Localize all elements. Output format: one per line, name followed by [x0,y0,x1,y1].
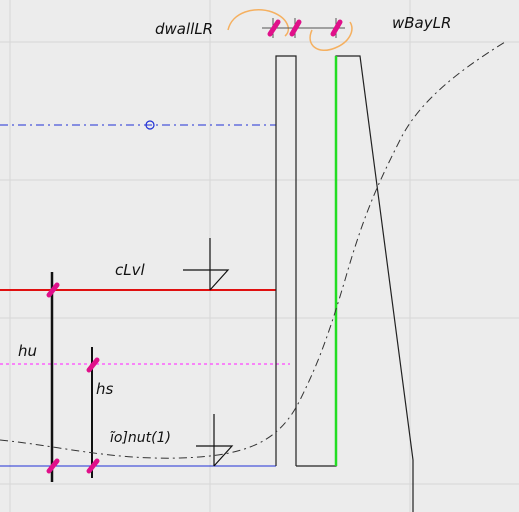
hs-handle-top[interactable] [86,357,100,373]
blue-axis-node[interactable] [145,120,155,130]
wall-outline[interactable] [275,55,297,466]
hs-handle-bottom[interactable] [86,458,100,474]
dwall-handle-left[interactable] [267,19,281,37]
bay-outline[interactable] [296,55,414,512]
clvl-label: cLvl [115,261,145,279]
hu-label: hu [18,342,37,360]
wbay-handle[interactable] [330,19,343,37]
dwall-label: dwallLR [155,20,213,38]
hu-handle-top[interactable] [46,282,60,298]
hs-label: hs [96,380,114,398]
dwall-handle-right[interactable] [289,19,302,37]
orange-scribble-right [309,21,353,51]
wbay-label: wBayLR [392,14,451,32]
clvl-marker[interactable] [183,238,230,291]
orange-scribble-left [227,9,289,37]
dashdot-curve [0,41,506,459]
input-label: ĩo]nut(1) [110,430,171,446]
input-marker[interactable] [196,414,234,467]
hu-handle-bottom[interactable] [46,458,60,474]
